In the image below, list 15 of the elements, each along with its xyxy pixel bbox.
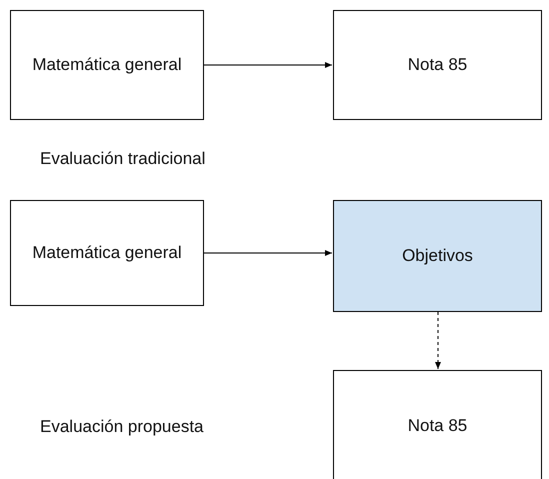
- process-box: [333, 370, 542, 479]
- arrow: [204, 250, 332, 256]
- section-label: Evaluación tradicional: [40, 148, 206, 170]
- process-box: [333, 200, 542, 312]
- box-text: Matemática general: [32, 54, 182, 76]
- process-box: [10, 200, 204, 306]
- arrow: [204, 62, 332, 68]
- box-text: Objetivos: [402, 245, 473, 268]
- box-text: Matemática general: [32, 242, 182, 264]
- section-label: Evaluación propuesta: [40, 416, 204, 438]
- process-box: [333, 10, 542, 120]
- arrow: [435, 312, 441, 370]
- box-text: Nota 85: [408, 54, 468, 76]
- box-text: Nota 85: [408, 415, 468, 438]
- process-box: [10, 10, 204, 120]
